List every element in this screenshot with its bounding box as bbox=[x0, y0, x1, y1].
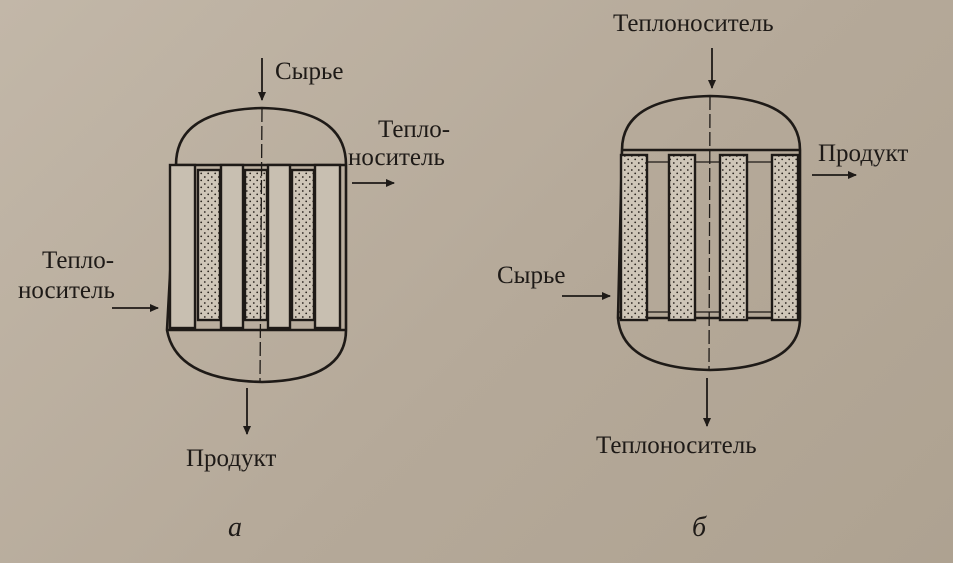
reactor-a-label-right-1: Тепло- bbox=[378, 116, 451, 143]
reactor-b-bed-1 bbox=[619, 153, 649, 322]
reactor-a-bed-2 bbox=[243, 168, 269, 322]
reactor-b-caption: б bbox=[692, 512, 707, 543]
reactor-b-label-right: Продукт bbox=[818, 140, 909, 167]
reactor-a-caption: а bbox=[228, 512, 242, 543]
reactor-b bbox=[562, 48, 857, 427]
reactor-a-label-bottom: Продукт bbox=[186, 445, 277, 472]
reactor-b-label-top: Теплоноситель bbox=[613, 10, 774, 37]
reactor-a-tube-2 bbox=[219, 163, 245, 330]
reactor-a-tube-1 bbox=[168, 163, 197, 330]
reactor-a-tube-4 bbox=[313, 163, 342, 330]
reactor-a-tube-3 bbox=[266, 163, 292, 330]
reactor-b-label-left: Сырье bbox=[497, 262, 566, 289]
reactor-b-bed-4 bbox=[770, 153, 800, 322]
reactor-a-label-top: Сырье bbox=[275, 58, 344, 85]
reactor-a-label-left-2: носитель bbox=[18, 277, 115, 304]
reactor-a bbox=[112, 58, 395, 435]
reactor-a-bed-3 bbox=[290, 168, 316, 322]
reactor-b-label-bottom: Теплоноситель bbox=[596, 432, 757, 459]
reactor-b-bed-3 bbox=[718, 153, 749, 322]
reactor-a-bed-1 bbox=[196, 168, 222, 322]
reactor-b-axis bbox=[708, 95, 711, 371]
reactor-b-bed-2 bbox=[667, 153, 697, 322]
reactor-a-label-right-2: носитель bbox=[348, 144, 445, 171]
reactor-a-axis bbox=[259, 107, 263, 383]
reactor-a-label-left-1: Тепло- bbox=[42, 247, 115, 274]
